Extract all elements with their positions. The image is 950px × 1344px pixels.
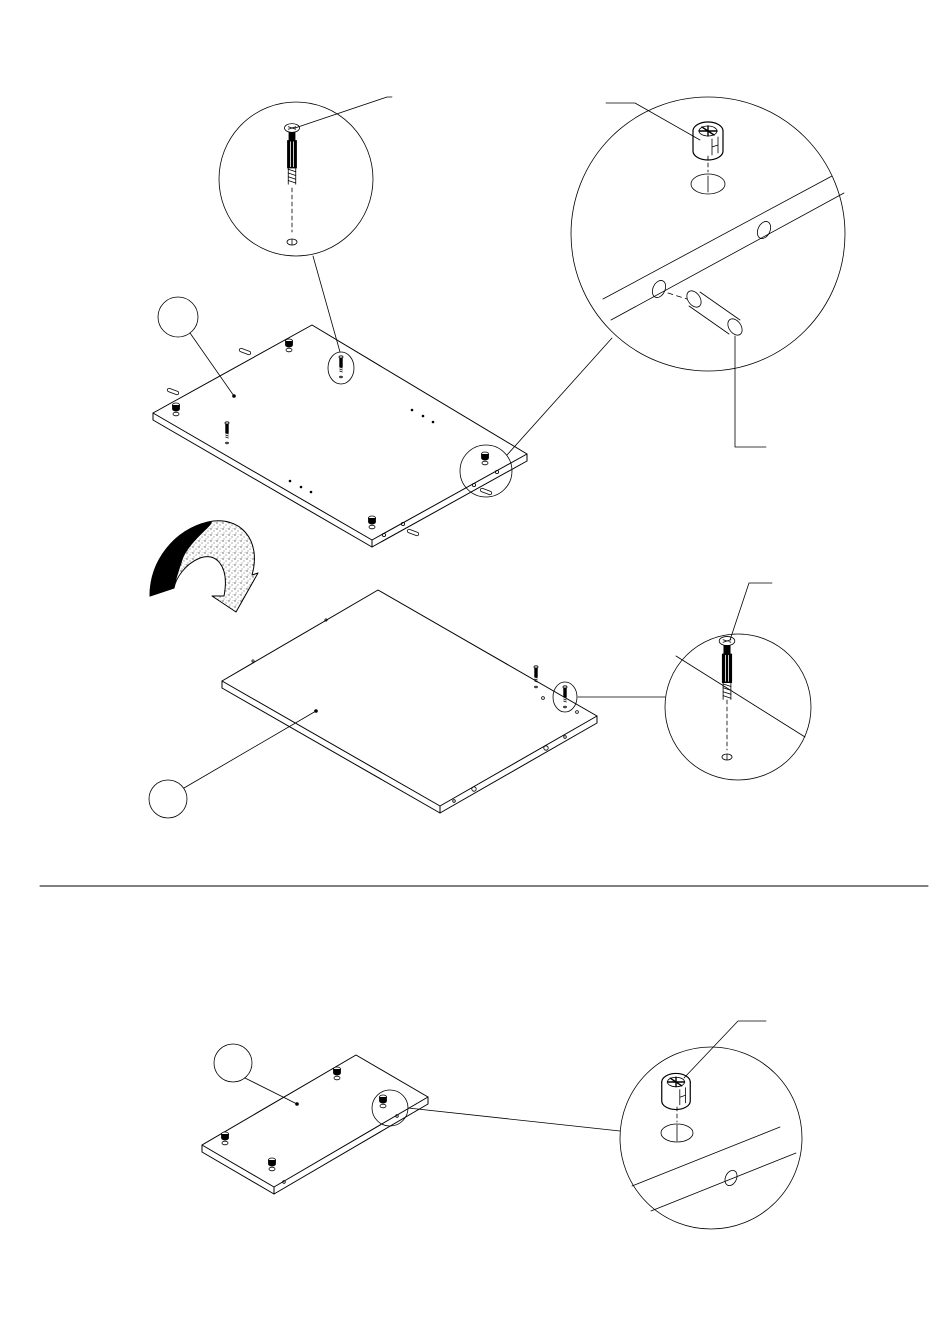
wooden-dowel-icon (409, 531, 417, 534)
wooden-dowel-icon (241, 350, 249, 353)
screw-detail (219, 97, 392, 352)
screw-detail-flipped (578, 583, 811, 780)
dowel-hole (723, 1168, 740, 1187)
cam-lock-and-dowel-detail (507, 97, 845, 455)
dowel-hole (755, 219, 773, 240)
cam-lock-icon (693, 122, 723, 160)
dowel-hole (650, 278, 668, 299)
part-label-small (214, 1044, 297, 1104)
wooden-dowel-icon (169, 390, 177, 393)
cam-lock-detail (408, 1021, 802, 1229)
wooden-dowel-icon (482, 490, 490, 493)
wooden-dowel-icon (684, 288, 745, 338)
lower-panel (222, 590, 597, 813)
flip-arrow-icon (150, 521, 258, 612)
upper-panel (153, 325, 527, 547)
small-panel (202, 1055, 428, 1194)
cam-screw-icon (719, 636, 735, 699)
cam-lock-icon (662, 1073, 691, 1109)
cam-screw-icon (285, 124, 300, 185)
